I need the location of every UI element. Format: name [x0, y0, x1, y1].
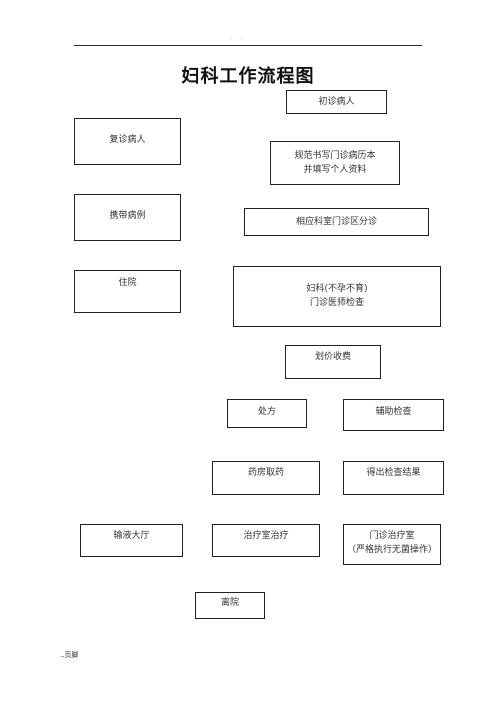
box-clinic-treatment-line2: （严格执行无菌操作）: [346, 545, 437, 555]
box-record-writing: 规范书写门诊病历本 并填写个人资料: [270, 141, 400, 185]
box-aux-exam-label: 辅助检查: [375, 407, 412, 417]
page-footer: ..页脚: [60, 651, 79, 659]
box-hospitalize-label: 住院: [118, 278, 137, 288]
box-gyn-exam-line2: 门诊医师检查: [309, 298, 364, 308]
box-prescription: 处方: [227, 399, 307, 428]
box-discharge: 离院: [195, 592, 265, 619]
box-dept-triage: 相应科室门诊区分诊: [244, 208, 429, 236]
box-exam-results: 得出检查结果: [343, 461, 444, 495]
box-bring-records: 携带病例: [74, 194, 181, 241]
box-gyn-exam: 妇科(不孕不育) 门诊医师检查: [233, 266, 441, 327]
box-return-patient-label: 复诊病人: [109, 135, 146, 145]
box-billing: 划价收费: [285, 345, 381, 379]
box-billing-label: 划价收费: [314, 352, 351, 362]
box-record-writing-line1: 规范书写门诊病历本: [294, 151, 376, 161]
box-discharge-label: 离院: [220, 598, 239, 608]
box-clinic-treatment: 门诊治疗室 （严格执行无菌操作）: [343, 524, 441, 565]
box-infusion-hall-label: 输液大厅: [113, 531, 150, 541]
box-gyn-exam-line1: 妇科(不孕不育): [306, 284, 368, 294]
header-rule: [74, 45, 422, 46]
box-clinic-treatment-line1: 门诊治疗室: [369, 531, 415, 541]
box-prescription-label: 处方: [257, 407, 276, 417]
box-aux-exam: 辅助检查: [343, 399, 444, 431]
box-new-patient: 初诊病人: [286, 90, 387, 114]
box-hospitalize: 住院: [74, 270, 181, 313]
box-new-patient-label: 初诊病人: [318, 97, 355, 107]
box-treatment-room-label: 治疗室治疗: [243, 531, 289, 541]
box-exam-results-label: 得出检查结果: [366, 468, 421, 478]
box-pharmacy-label: 药房取药: [247, 468, 284, 478]
box-return-patient: 复诊病人: [74, 118, 181, 165]
header-mark: . .: [230, 34, 248, 41]
box-treatment-room: 治疗室治疗: [212, 524, 320, 557]
box-record-writing-line2: 并填写个人资料: [303, 165, 367, 175]
box-dept-triage-label: 相应科室门诊区分诊: [295, 217, 377, 227]
box-pharmacy: 药房取药: [212, 461, 320, 495]
page-title: 妇科工作流程图: [181, 66, 315, 87]
box-bring-records-label: 携带病例: [109, 211, 146, 221]
box-infusion-hall: 输液大厅: [80, 524, 183, 557]
